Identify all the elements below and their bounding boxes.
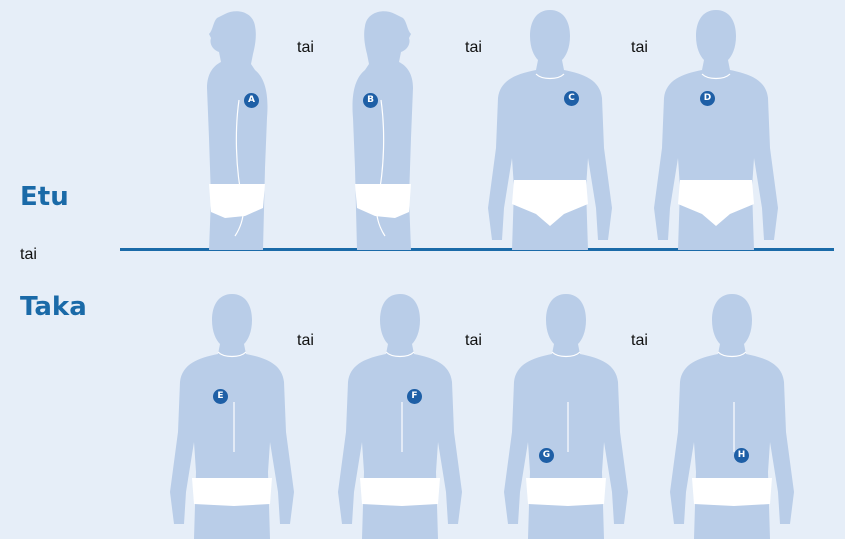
back-label: Taka: [20, 294, 87, 320]
marker-h: H: [734, 448, 749, 463]
marker-b: B: [363, 93, 378, 108]
marker-f: F: [407, 389, 422, 404]
marker-e: E: [213, 389, 228, 404]
back-figure-4: [662, 292, 802, 539]
front-figure-1: [484, 8, 616, 250]
back-figure-3: [496, 292, 636, 539]
marker-d: D: [700, 91, 715, 106]
or-label-top-1: tai: [297, 40, 314, 56]
front-label: Etu: [20, 184, 69, 210]
back-figure-1: [162, 292, 302, 539]
marker-c: C: [564, 91, 579, 106]
or-label-top-3: tai: [631, 40, 648, 56]
side-figure-right: [345, 8, 425, 250]
marker-g: G: [539, 448, 554, 463]
or-label-top-2: tai: [465, 40, 482, 56]
marker-a: A: [244, 93, 259, 108]
back-figure-2: [330, 292, 470, 539]
front-figure-2: [650, 8, 782, 250]
or-label-left: tai: [20, 247, 37, 263]
side-figure-left: [195, 8, 275, 250]
